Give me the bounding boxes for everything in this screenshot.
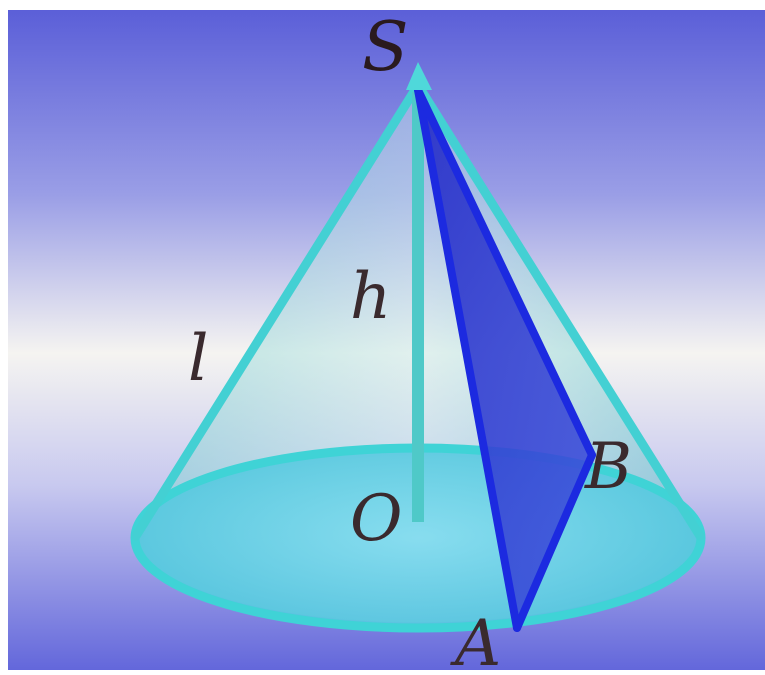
slant-edge-right [413, 80, 705, 541]
label-a: A [450, 607, 501, 670]
segment-sb [414, 86, 596, 459]
slant-edge-left [131, 80, 423, 541]
label-o: O [350, 482, 402, 556]
segment-ab [513, 451, 596, 632]
label-s: S [362, 8, 409, 87]
label-b: B [584, 430, 632, 504]
apex-cap [406, 62, 432, 90]
label-h: h [350, 260, 391, 334]
segment-sa [414, 86, 521, 632]
section-triangle [418, 90, 592, 628]
label-l: l [188, 322, 208, 396]
